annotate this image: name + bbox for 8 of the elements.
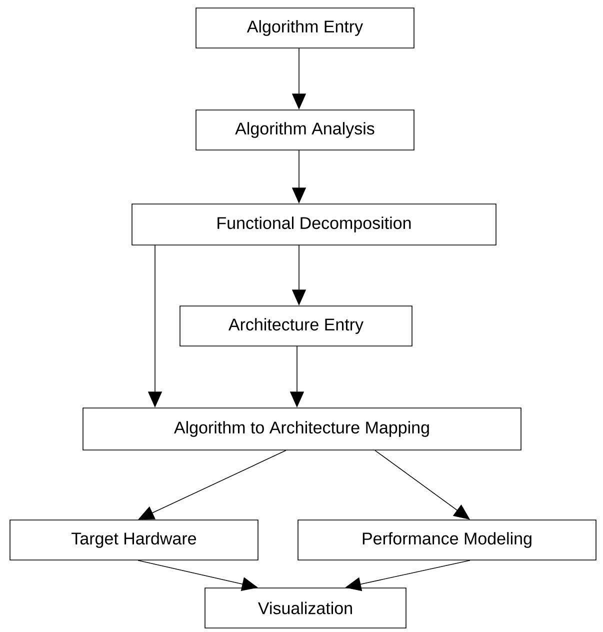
- process-box: Target Hardware: [10, 520, 258, 560]
- process-box: Architecture Entry: [180, 306, 412, 346]
- process-box: Performance Modeling: [298, 520, 596, 560]
- process-box: Functional Decomposition: [132, 204, 496, 246]
- process-box: Visualization: [204, 588, 406, 628]
- process-box: Algorithm Entry: [196, 8, 414, 48]
- process-box: Algorithm Analysis: [196, 110, 414, 150]
- process-box: Algorithm to Architecture Mapping: [82, 408, 522, 450]
